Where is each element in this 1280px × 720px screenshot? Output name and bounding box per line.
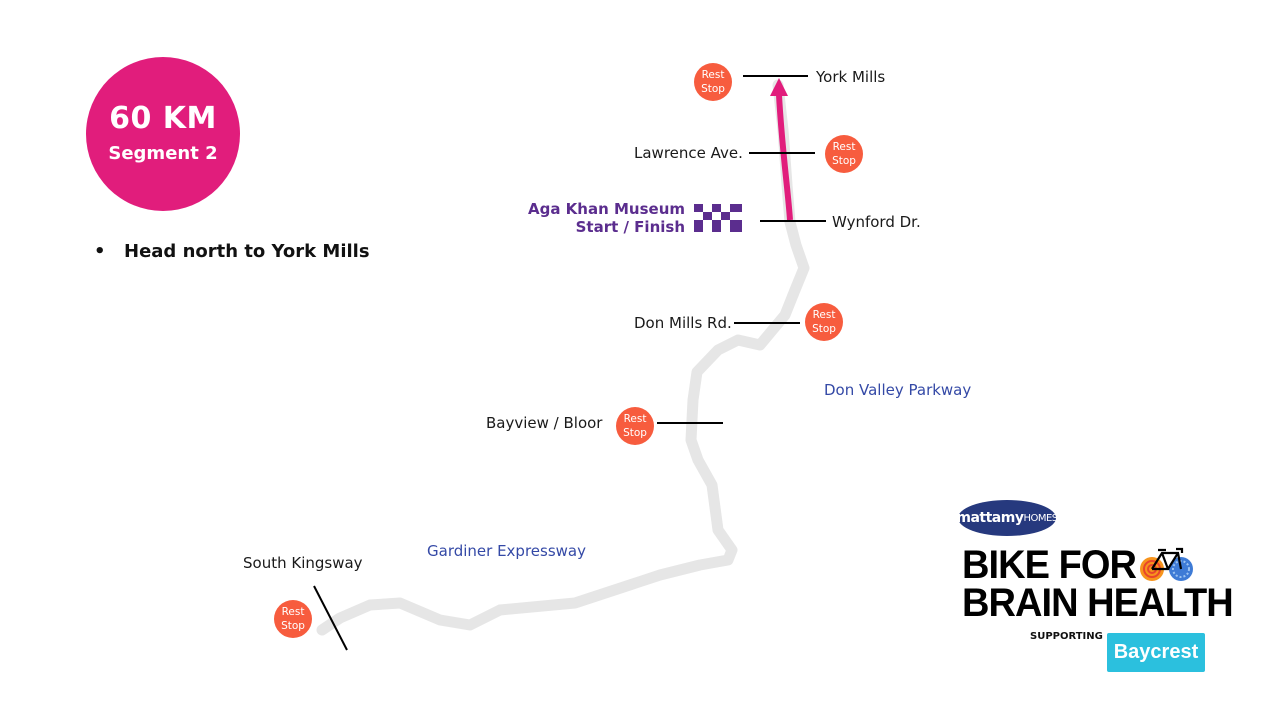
street-label-don-mills: Don Mills Rd. [634, 314, 732, 332]
rest-stop-text: Stop [281, 620, 305, 632]
mattamy-text: mattamy [956, 510, 1024, 526]
rest-stop-text: Stop [623, 427, 647, 439]
segment-route-line [776, 94, 793, 221]
distance-badge: 60 KM Segment 2 [86, 57, 240, 211]
distance-label: 60 KM [109, 101, 217, 136]
street-label-bayview: Bayview / Bloor [486, 414, 603, 432]
instruction-item: • Head north to York Mills [94, 241, 370, 262]
road-label-gardiner: Gardiner Expressway [427, 542, 586, 560]
rest-stop-text: Stop [832, 155, 856, 167]
direction-arrow-icon [770, 78, 788, 96]
checkered-flag-icon [694, 204, 742, 232]
instruction-text: Head north to York Mills [124, 241, 370, 262]
rest-stop-text: Rest [281, 606, 305, 618]
rest-stop-text: Stop [701, 83, 725, 95]
bicycle-icon [1140, 547, 1193, 581]
street-label-south-kingsway: South Kingsway [243, 554, 363, 572]
road-label-dvp: Don Valley Parkway [824, 381, 972, 399]
rest-stop-text: Rest [812, 309, 836, 321]
bullet-icon: • [94, 241, 106, 262]
street-label-wynford: Wynford Dr. [832, 213, 921, 231]
south-kingsway-line [313, 585, 348, 651]
bike-for-brain-health-logo: BIKE FOR BRAIN HEALTH [962, 543, 1234, 625]
start-finish-text: Start / Finish [575, 218, 685, 236]
start-finish-label: Aga Khan Museum Start / Finish [520, 200, 685, 236]
rest-stop-text: Rest [623, 413, 647, 425]
full-route-line [316, 79, 810, 636]
event-title-line2: BRAIN HEALTH [962, 581, 1234, 625]
event-title-line1: BIKE FOR [962, 543, 1137, 587]
start-location-name: Aga Khan Museum [527, 200, 685, 218]
supporting-label: SUPPORTING [1030, 631, 1103, 642]
homes-text: HOMES [1023, 512, 1058, 524]
rest-stop-text: Rest [832, 141, 856, 153]
baycrest-logo: Baycrest [1107, 633, 1205, 672]
street-label-york-mills: York Mills [816, 68, 886, 86]
rest-stop-text: Rest [701, 69, 725, 81]
rest-stop-text: Stop [812, 323, 836, 335]
segment-label: Segment 2 [108, 143, 218, 164]
street-label-lawrence: Lawrence Ave. [634, 144, 743, 162]
